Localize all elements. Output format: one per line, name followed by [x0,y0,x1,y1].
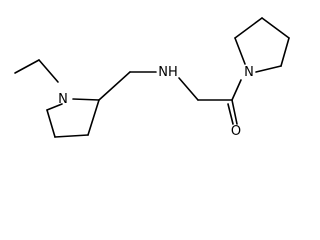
bond-carbonyl-o-a [231,99,238,125]
molecule-diagram: N NH N O [14,17,290,139]
bond-ring1-n-c2 [72,98,100,101]
structure-canvas: N NH N O [14,17,290,139]
bond-group [14,17,290,138]
bond-ring1-c2-c3 [87,99,100,136]
atom-nh: NH [158,65,178,80]
atom-n-pyrrolidine: N [244,65,254,80]
bond-ring1-c3-c4 [54,134,89,138]
bond-ring1-c5-n [46,103,63,111]
bond-ethyl-ch3 [14,59,40,74]
bond-ring1-c4-c5 [46,109,56,138]
bond-ring2-n-c1 [234,37,246,65]
bond-carbonyl-o-b [227,103,234,125]
bond-ring2-c1-c2 [234,17,263,39]
atom-o-carbonyl: O [231,124,241,139]
bond-ethyl-ch2 [38,59,59,83]
atom-n-ethyl: N [58,92,68,107]
bond-nh-ch2 [178,77,199,101]
bond-ring2-c3-c4 [280,37,290,67]
bond-ring2-c2-c3 [261,17,290,39]
bond-c2-ch2 [98,71,131,101]
bond-carbonyl-n [231,79,242,101]
bond-ring2-c4-n [255,65,282,73]
atom-label-group: N NH N O [58,65,254,139]
